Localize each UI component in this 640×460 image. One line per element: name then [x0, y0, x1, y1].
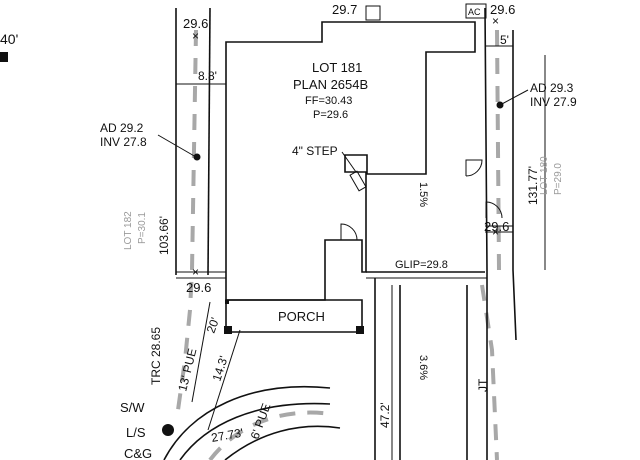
- property-line-left: [176, 29, 198, 411]
- invert-left-label: INV 27.8: [100, 135, 147, 149]
- curb-arc: [208, 410, 331, 460]
- marker-x-2: ×: [492, 14, 499, 28]
- lot-finished-floor: FF=30.43: [305, 95, 352, 107]
- curb-arc-line: [224, 425, 341, 460]
- property-line-right: [495, 29, 501, 271]
- door-swing-front: [340, 223, 358, 241]
- lot-line-right-outer: [512, 30, 517, 341]
- top-left-dimension: 40': [0, 31, 18, 47]
- area-drain-left-label: AD 29.2: [100, 121, 144, 135]
- leader-step: [341, 151, 357, 173]
- sidewalk-arc-outer: [163, 385, 331, 460]
- setback-right-label: 5': [500, 33, 509, 47]
- ac-unit-box: [465, 3, 487, 19]
- pue-13-label: 13' PUE: [175, 347, 199, 393]
- lot-plan: PLAN 2654B: [293, 77, 368, 92]
- area-drain-left: [193, 153, 201, 161]
- utility-box: [365, 5, 381, 21]
- lot-line-left-inner: [207, 7, 211, 276]
- dimension-right-depth: 131.77': [526, 166, 540, 205]
- dimension-20: 20': [204, 316, 223, 335]
- lot-title: LOT 181: [312, 60, 362, 75]
- lot-pad-elevation: P=29.6: [313, 109, 348, 121]
- elevation-top-right: 29.6: [490, 2, 515, 17]
- curb-gutter-label: C&G: [124, 446, 152, 460]
- property-line-drive: [480, 284, 499, 460]
- landscape-symbol: [162, 424, 174, 436]
- porch-label: PORCH: [278, 309, 325, 324]
- marker-x-3: ×: [192, 265, 199, 279]
- area-drain-right: [496, 101, 504, 109]
- invert-right-label: INV 27.9: [530, 95, 577, 109]
- joint-trench-label: JT: [476, 378, 490, 392]
- dim-line-14: [207, 329, 241, 431]
- setback-left-label: 8.8': [198, 69, 217, 83]
- porch-post-left: [224, 326, 232, 334]
- elevation-right-mid: 29.6: [484, 219, 509, 234]
- partial-symbol: [0, 52, 8, 62]
- porch-corner: [225, 300, 229, 304]
- lot-180-pad: P=29.0: [553, 163, 564, 195]
- leader-ad-right: [499, 89, 529, 106]
- leader-ad-left: [157, 134, 197, 158]
- porch-post-right: [356, 326, 364, 334]
- step-symbol: [349, 170, 367, 192]
- lot-180-label: LOT 180: [539, 156, 550, 195]
- marker-x-4: ×: [492, 225, 499, 239]
- marker-x-1: ×: [192, 29, 199, 43]
- door-swing-side: [465, 159, 483, 177]
- elevation-top-left: 29.6: [183, 16, 208, 31]
- dimension-27-73: 27.73': [210, 426, 244, 445]
- slope-label-2: 3.6%: [417, 355, 429, 380]
- top-of-curb-label: TRC 28.65: [149, 327, 163, 385]
- dim-line-20: [191, 301, 211, 403]
- sidewalk-arc-inner: [179, 402, 331, 460]
- landscape-label: L/S: [126, 425, 146, 440]
- grade-ticks-right: [485, 225, 513, 233]
- lot-line-right: [484, 7, 488, 460]
- dimension-left-depth: 103.66': [157, 216, 171, 255]
- lot-182-pad: P=30.1: [137, 212, 148, 244]
- sidewalk-label: S/W: [120, 400, 145, 415]
- elevation-left-mid: 29.6: [186, 280, 211, 295]
- grade-ticks-left: [176, 271, 226, 279]
- house-footprint: [225, 21, 476, 301]
- area-drain-right-label: AD 29.3: [530, 81, 574, 95]
- door-swing-rear: [485, 201, 503, 219]
- step-label: 4" STEP: [292, 144, 338, 158]
- garage-lip-elevation: GLIP=29.8: [395, 259, 448, 271]
- ac-label: AC: [468, 7, 481, 17]
- dimension-47-2: 47.2': [378, 402, 392, 428]
- lot-182-label: LOT 182: [123, 211, 134, 250]
- elevation-top-mid: 29.7: [332, 2, 357, 17]
- slope-label-1: 1.5%: [417, 182, 429, 207]
